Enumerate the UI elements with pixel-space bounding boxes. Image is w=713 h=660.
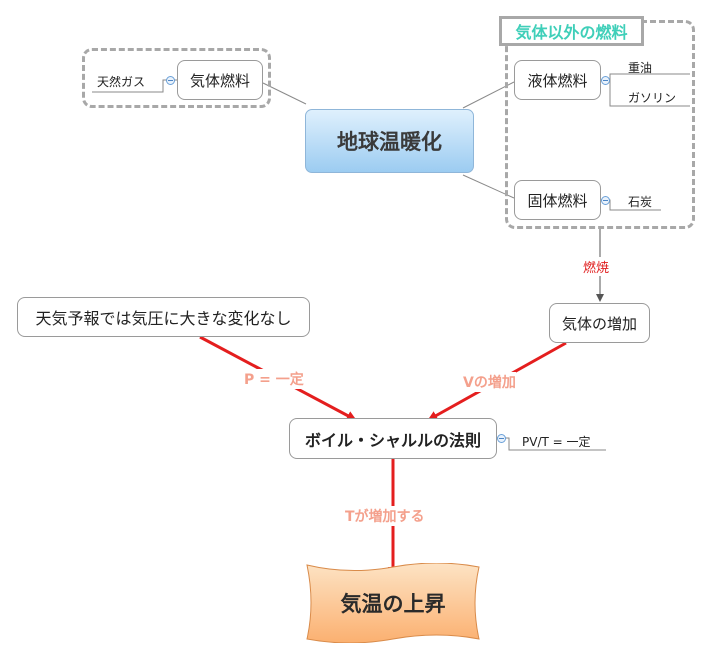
group-title: 気体以外の燃料: [499, 16, 644, 46]
law-collapse-icon[interactable]: [497, 434, 506, 443]
link-liquid-leaf2: [609, 80, 690, 107]
weather-node[interactable]: 天気予報では気圧に大きな変化なし: [17, 297, 310, 337]
result-label: 気温の上昇: [340, 592, 446, 616]
group-title-text: 気体以外の燃料: [515, 23, 628, 42]
gas-increase-label: 気体の増加: [561, 314, 637, 333]
solid-fuel-node[interactable]: 固体燃料: [514, 180, 601, 220]
liquid-fuel-label: 液体燃料: [527, 71, 588, 90]
law-note[interactable]: PV/T = 一定: [522, 435, 591, 449]
combustion-label: 燃焼: [583, 257, 610, 276]
v-increase-label: Vの増加: [463, 372, 516, 392]
boyle-charles-law-label: ボイル・シャルルの法則: [304, 430, 481, 450]
gas-increase-node[interactable]: 気体の増加: [549, 303, 650, 343]
gas-fuel-node[interactable]: 気体燃料: [177, 60, 263, 100]
liquid-leaf-heavy-oil[interactable]: 重油: [628, 61, 653, 75]
solid-fuel-collapse-icon[interactable]: [601, 196, 610, 205]
boyle-charles-law-node[interactable]: ボイル・シャルルの法則: [289, 418, 497, 459]
liquid-fuel-collapse-icon[interactable]: [601, 76, 610, 85]
solid-leaf-coal[interactable]: 石炭: [628, 195, 653, 209]
solid-fuel-label: 固体燃料: [527, 191, 588, 210]
liquid-leaf-gasoline[interactable]: ガソリン: [628, 91, 677, 105]
gas-fuel-collapse-icon[interactable]: [166, 76, 175, 85]
gas-fuel-leaf[interactable]: 天然ガス: [97, 75, 146, 89]
liquid-fuel-node[interactable]: 液体燃料: [514, 60, 601, 100]
t-increase-label: Tが増加する: [345, 506, 425, 526]
p-constant-label: P = 一定: [244, 369, 304, 389]
gas-fuel-group: [82, 48, 271, 108]
gas-fuel-label: 気体燃料: [189, 71, 250, 90]
central-topic[interactable]: 地球温暖化: [305, 109, 474, 173]
weather-label: 天気予報では気圧に大きな変化なし: [35, 309, 292, 328]
central-topic-text: 地球温暖化: [337, 130, 442, 154]
result-shape[interactable]: [303, 563, 483, 643]
